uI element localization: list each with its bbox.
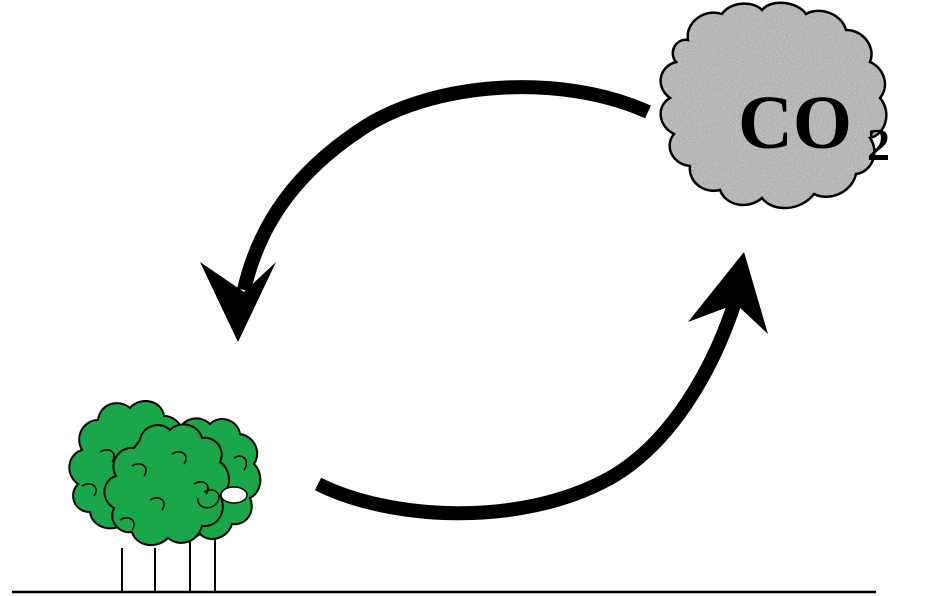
arrow-cloud-to-tree xyxy=(200,87,648,342)
arrowhead-down xyxy=(200,262,276,342)
tree-icon xyxy=(69,401,260,592)
co2-subscript: 2 xyxy=(867,119,890,170)
co2-formula: CO xyxy=(738,81,852,165)
arrow-tree-to-cloud xyxy=(318,252,768,513)
